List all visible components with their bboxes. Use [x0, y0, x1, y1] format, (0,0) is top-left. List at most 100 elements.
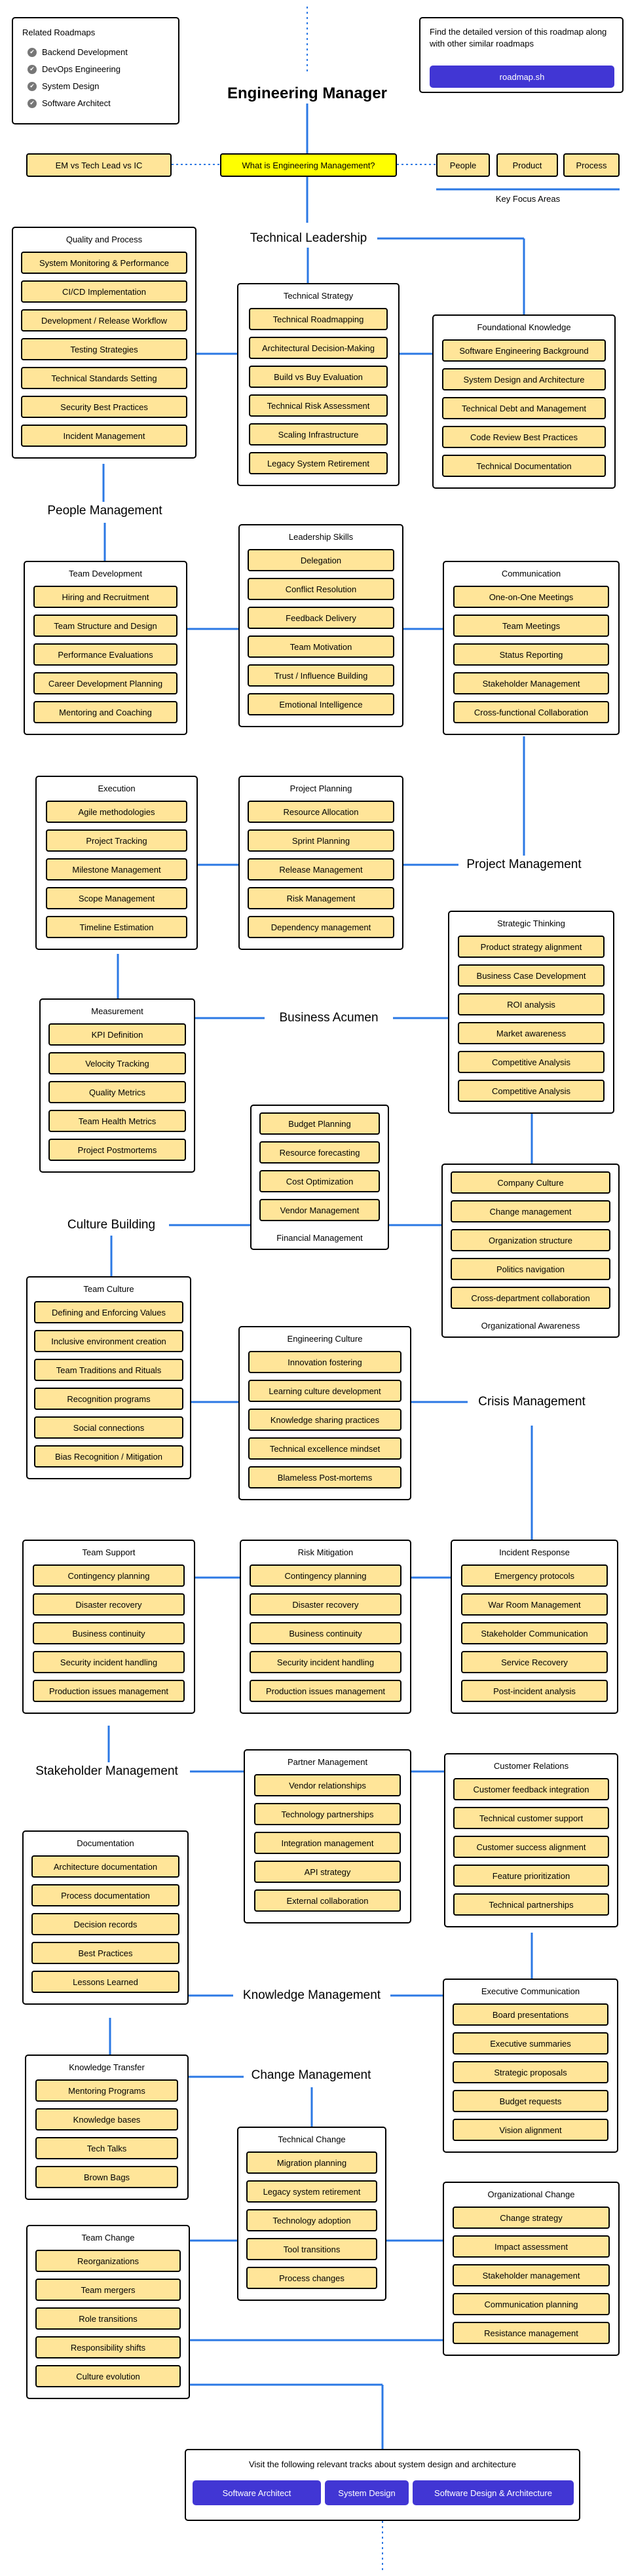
topic-item[interactable]: Board presentations: [453, 2003, 608, 2026]
topic-item[interactable]: Team mergers: [35, 2279, 181, 2301]
topic-item[interactable]: Build vs Buy Evaluation: [249, 366, 388, 388]
topic-item[interactable]: Defining and Enforcing Values: [34, 1301, 183, 1323]
topic-item[interactable]: Integration management: [254, 1832, 401, 1854]
topic-item[interactable]: Dependency management: [248, 916, 394, 938]
topic-item[interactable]: Business Case Development: [458, 964, 605, 987]
topic-item[interactable]: Vision alignment: [453, 2119, 608, 2141]
topic-item[interactable]: Conflict Resolution: [248, 578, 394, 600]
topic-item[interactable]: Release Management: [248, 858, 394, 881]
topic-item[interactable]: Velocity Tracking: [48, 1052, 186, 1074]
topic-item[interactable]: Sprint Planning: [248, 829, 394, 852]
topic-item[interactable]: Culture evolution: [35, 2365, 181, 2387]
topic-item[interactable]: Change strategy: [453, 2207, 610, 2229]
topic-item[interactable]: Inclusive environment creation: [34, 1330, 183, 1352]
topic-item[interactable]: Technology adoption: [246, 2209, 377, 2231]
topic-item[interactable]: Migration planning: [246, 2151, 377, 2174]
topic-item[interactable]: Emotional Intelligence: [248, 693, 394, 715]
topic-item[interactable]: Knowledge sharing practices: [248, 1409, 401, 1431]
topic-business-acumen[interactable]: Business Acumen: [265, 1010, 393, 1026]
topic-item[interactable]: Performance Evaluations: [33, 643, 177, 666]
topic-item[interactable]: Milestone Management: [46, 858, 187, 881]
topic-item[interactable]: Resource Allocation: [248, 801, 394, 823]
em-vs-techlead-vs-ic[interactable]: EM vs Tech Lead vs IC: [26, 153, 172, 177]
topic-item[interactable]: Business continuity: [33, 1622, 185, 1644]
topic-item[interactable]: Software Engineering Background: [442, 339, 606, 362]
topic-item[interactable]: Risk Management: [248, 887, 394, 909]
topic-item[interactable]: Career Development Planning: [33, 672, 177, 694]
topic-item[interactable]: Responsibility shifts: [35, 2336, 181, 2358]
focus-people[interactable]: People: [436, 153, 490, 177]
topic-people-management[interactable]: People Management: [33, 503, 177, 519]
topic-item[interactable]: Disaster recovery: [250, 1593, 401, 1616]
topic-item[interactable]: ROI analysis: [458, 993, 605, 1015]
topic-item[interactable]: Business continuity: [250, 1622, 401, 1644]
topic-item[interactable]: Team Motivation: [248, 635, 394, 658]
topic-item[interactable]: Production issues management: [33, 1680, 185, 1702]
topic-item[interactable]: Customer feedback integration: [453, 1778, 609, 1800]
topic-item[interactable]: CI/CD Implementation: [21, 280, 187, 303]
related-roadmap-system-design[interactable]: ✔System Design: [28, 81, 99, 91]
topic-item[interactable]: Status Reporting: [453, 643, 609, 666]
topic-item[interactable]: Executive summaries: [453, 2032, 608, 2055]
topic-item[interactable]: Project Postmortems: [48, 1139, 186, 1161]
topic-item[interactable]: Trust / Influence Building: [248, 664, 394, 687]
topic-item[interactable]: Feature prioritization: [453, 1865, 609, 1887]
topic-item[interactable]: Contingency planning: [33, 1564, 185, 1587]
topic-item[interactable]: System Monitoring & Performance: [21, 252, 187, 274]
topic-item[interactable]: Technology partnerships: [254, 1803, 401, 1825]
topic-item[interactable]: KPI Definition: [48, 1023, 186, 1046]
topic-item[interactable]: Bias Recognition / Mitigation: [34, 1445, 183, 1468]
topic-item[interactable]: Technical Roadmapping: [249, 308, 388, 330]
topic-item[interactable]: Post-incident analysis: [461, 1680, 608, 1702]
topic-item[interactable]: Legacy system retirement: [246, 2180, 377, 2203]
topic-item[interactable]: Tech Talks: [35, 2137, 178, 2159]
topic-item[interactable]: Technical Standards Setting: [21, 367, 187, 389]
topic-item[interactable]: Social connections: [34, 1416, 183, 1439]
topic-item[interactable]: Technical customer support: [453, 1807, 609, 1829]
topic-item[interactable]: Learning culture development: [248, 1380, 401, 1402]
topic-item[interactable]: Resistance management: [453, 2322, 610, 2344]
topic-item[interactable]: API strategy: [254, 1861, 401, 1883]
topic-item[interactable]: Stakeholder management: [453, 2264, 610, 2286]
topic-item[interactable]: Product strategy alignment: [458, 936, 605, 958]
topic-item[interactable]: Lessons Learned: [31, 1971, 179, 1993]
topic-item[interactable]: Architectural Decision-Making: [249, 337, 388, 359]
related-roadmap-devops[interactable]: ✔DevOps Engineering: [28, 64, 121, 74]
topic-knowledge-management[interactable]: Knowledge Management: [233, 1988, 390, 2003]
topic-item[interactable]: Customer success alignment: [453, 1836, 609, 1858]
topic-item[interactable]: Vendor relationships: [254, 1774, 401, 1796]
topic-item[interactable]: Service Recovery: [461, 1651, 608, 1673]
topic-item[interactable]: System Design and Architecture: [442, 368, 606, 390]
topic-item[interactable]: Politics navigation: [451, 1258, 610, 1280]
topic-item[interactable]: Production issues management: [250, 1680, 401, 1702]
topic-item[interactable]: Code Review Best Practices: [442, 426, 606, 448]
topic-item[interactable]: Strategic proposals: [453, 2061, 608, 2083]
topic-item[interactable]: Team Traditions and Rituals: [34, 1359, 183, 1381]
topic-item[interactable]: Best Practices: [31, 1942, 179, 1964]
roadmap-sh-button[interactable]: roadmap.sh: [430, 66, 614, 88]
topic-item[interactable]: Technical excellence mindset: [248, 1437, 401, 1460]
topic-item[interactable]: Role transitions: [35, 2307, 181, 2330]
topic-item[interactable]: Team Health Metrics: [48, 1110, 186, 1132]
related-roadmap-software-architect[interactable]: ✔Software Architect: [28, 98, 111, 108]
topic-item[interactable]: Technical partnerships: [453, 1893, 609, 1916]
topic-item[interactable]: Cost Optimization: [259, 1170, 380, 1192]
topic-item[interactable]: Mentoring and Coaching: [33, 701, 177, 723]
topic-item[interactable]: Cross-functional Collaboration: [453, 701, 609, 723]
topic-item[interactable]: Market awareness: [458, 1022, 605, 1044]
topic-item[interactable]: Brown Bags: [35, 2166, 178, 2188]
topic-item[interactable]: Resource forecasting: [259, 1141, 380, 1164]
topic-item[interactable]: Tool transitions: [246, 2238, 377, 2260]
topic-item[interactable]: Mentoring Programs: [35, 2079, 178, 2102]
topic-item[interactable]: Impact assessment: [453, 2235, 610, 2258]
topic-item[interactable]: Security Best Practices: [21, 396, 187, 418]
topic-item[interactable]: Feedback Delivery: [248, 607, 394, 629]
topic-item[interactable]: Technical Risk Assessment: [249, 394, 388, 417]
topic-project-management[interactable]: Project Management: [458, 857, 589, 873]
topic-item[interactable]: Communication planning: [453, 2293, 610, 2315]
topic-item[interactable]: Process changes: [246, 2267, 377, 2289]
footer-software-architect-button[interactable]: Software Architect: [193, 2480, 321, 2505]
focus-product[interactable]: Product: [496, 153, 558, 177]
topic-item[interactable]: Reorganizations: [35, 2250, 181, 2272]
topic-crisis-management[interactable]: Crisis Management: [468, 1394, 596, 1410]
